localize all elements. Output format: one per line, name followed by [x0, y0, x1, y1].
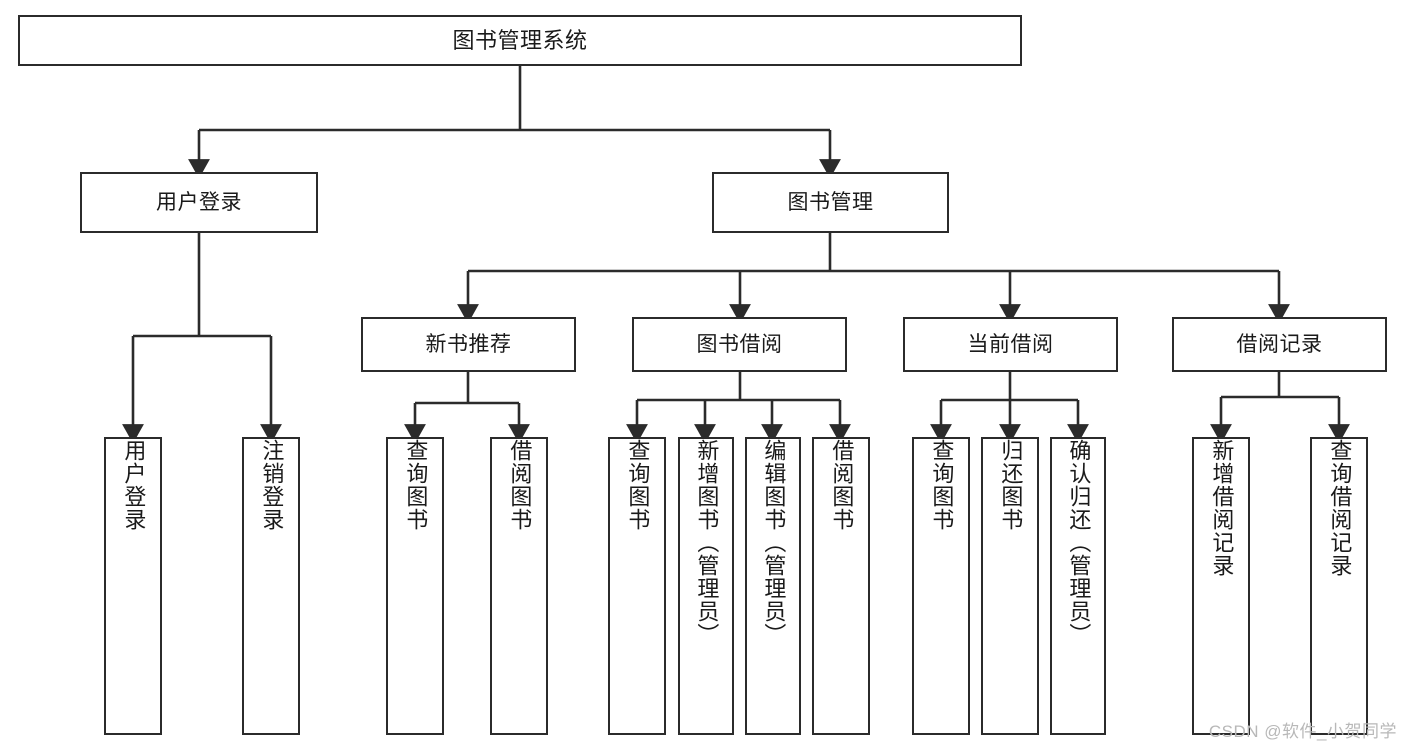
node-leaf-record-query[interactable]: 查询借阅记录 — [1310, 437, 1368, 735]
node-leaf-borrow-edit[interactable]: 编辑图书（管理员） — [745, 437, 801, 735]
node-root-label: 图书管理系统 — [452, 27, 588, 53]
node-leaf-borrow-book-label: 借阅图书 — [829, 439, 855, 531]
node-leaf-borrow-book[interactable]: 借阅图书 — [812, 437, 870, 735]
node-leaf-current-confirm[interactable]: 确认归还（管理员） — [1050, 437, 1106, 735]
node-book-management-label: 图书管理 — [787, 191, 874, 214]
node-current-borrow-label: 当前借阅 — [967, 333, 1054, 356]
node-leaf-borrow-add-label: 新增图书（管理员） — [694, 439, 720, 646]
node-root[interactable]: 图书管理系统 — [18, 15, 1022, 66]
node-leaf-record-add-label: 新增借阅记录 — [1209, 439, 1235, 577]
node-leaf-current-return-label: 归还图书 — [998, 439, 1024, 531]
node-leaf-newbook-borrow[interactable]: 借阅图书 — [490, 437, 548, 735]
node-leaf-logout-label: 注销登录 — [259, 439, 285, 531]
node-leaf-borrow-add[interactable]: 新增图书（管理员） — [678, 437, 734, 735]
node-borrow-record-label: 借阅记录 — [1236, 333, 1323, 356]
node-current-borrow[interactable]: 当前借阅 — [903, 317, 1118, 372]
node-leaf-current-query-label: 查询图书 — [929, 439, 955, 531]
node-leaf-newbook-borrow-label: 借阅图书 — [507, 439, 533, 531]
node-leaf-borrow-query-label: 查询图书 — [625, 439, 651, 531]
node-book-borrow[interactable]: 图书借阅 — [632, 317, 847, 372]
node-leaf-record-add[interactable]: 新增借阅记录 — [1192, 437, 1250, 735]
node-new-book-recommend[interactable]: 新书推荐 — [361, 317, 576, 372]
node-leaf-user-login[interactable]: 用户登录 — [104, 437, 162, 735]
node-leaf-current-confirm-label: 确认归还（管理员） — [1066, 439, 1092, 646]
node-leaf-current-return[interactable]: 归还图书 — [981, 437, 1039, 735]
node-borrow-record[interactable]: 借阅记录 — [1172, 317, 1387, 372]
node-leaf-newbook-query-label: 查询图书 — [403, 439, 429, 531]
node-leaf-borrow-query[interactable]: 查询图书 — [608, 437, 666, 735]
node-book-management[interactable]: 图书管理 — [712, 172, 949, 233]
node-leaf-newbook-query[interactable]: 查询图书 — [386, 437, 444, 735]
node-new-book-recommend-label: 新书推荐 — [425, 333, 512, 356]
node-user-login[interactable]: 用户登录 — [80, 172, 318, 233]
node-leaf-borrow-edit-label: 编辑图书（管理员） — [761, 439, 787, 646]
node-user-login-label: 用户登录 — [156, 191, 242, 214]
node-leaf-current-query[interactable]: 查询图书 — [912, 437, 970, 735]
node-leaf-user-login-label: 用户登录 — [121, 439, 147, 531]
node-leaf-record-query-label: 查询借阅记录 — [1327, 439, 1353, 577]
node-book-borrow-label: 图书借阅 — [696, 333, 783, 356]
node-leaf-logout[interactable]: 注销登录 — [242, 437, 300, 735]
